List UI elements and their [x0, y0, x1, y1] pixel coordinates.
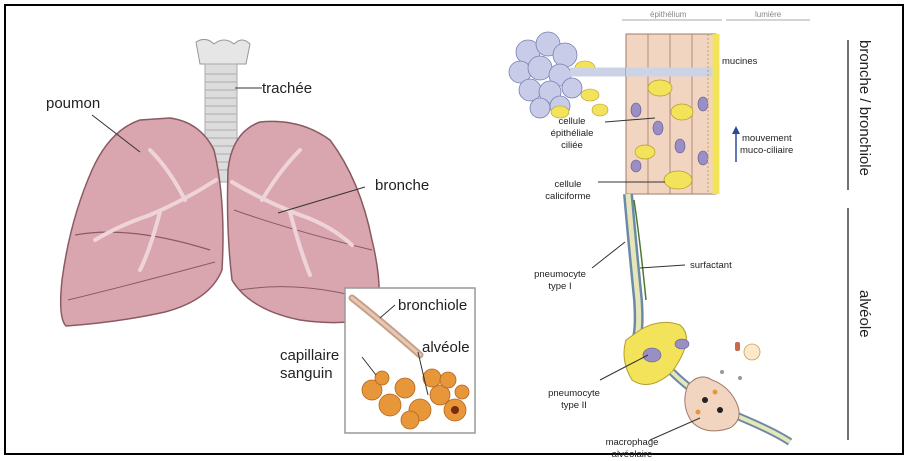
label-cellule-ciliee-3: ciliée	[561, 140, 583, 151]
side-label-alveole: alvéole	[856, 290, 873, 338]
label-mouvement: mouvement	[742, 133, 792, 144]
label-muco-ciliaire: muco-ciliaire	[740, 145, 793, 156]
label-bronchiole: bronchiole	[398, 297, 467, 314]
label-capillaire: capillaire	[280, 347, 339, 364]
label-surfactant: surfactant	[690, 260, 732, 271]
label-caliciforme-1: cellule	[555, 179, 582, 190]
label-caliciforme-2: caliciforme	[545, 191, 590, 202]
label-sanguin: sanguin	[280, 365, 333, 382]
label-trachee: trachée	[262, 80, 312, 97]
side-label-bronche: bronche / bronchiole	[856, 40, 873, 176]
gland-cluster	[509, 32, 626, 118]
label-pneumocyte-2: pneumocyte	[548, 388, 600, 399]
label-poumon: poumon	[46, 95, 100, 112]
bronchial-epithelium	[626, 34, 716, 194]
label-alveolaire: alvéolaire	[612, 449, 653, 460]
label-cellule-ciliee-1: cellule	[559, 116, 586, 127]
label-macrophage: macrophage	[606, 437, 659, 448]
movement-arrow	[732, 126, 740, 162]
left-lung	[61, 118, 223, 326]
label-mucines: mucines	[722, 56, 758, 67]
alveolar-wall	[624, 194, 790, 442]
label-type-1: type I	[548, 281, 571, 292]
label-bronche: bronche	[375, 177, 429, 194]
tissue-headers: épithélium lumière	[622, 10, 810, 20]
label-pneumocyte-1: pneumocyte	[534, 269, 586, 280]
label-cellule-ciliee-2: épithéliale	[551, 128, 594, 139]
header-epithelium: épithélium	[650, 10, 687, 19]
header-lumiere: lumière	[755, 10, 782, 19]
label-type-2: type II	[561, 400, 587, 411]
particles	[720, 342, 760, 380]
label-alveole: alvéole	[422, 339, 470, 356]
